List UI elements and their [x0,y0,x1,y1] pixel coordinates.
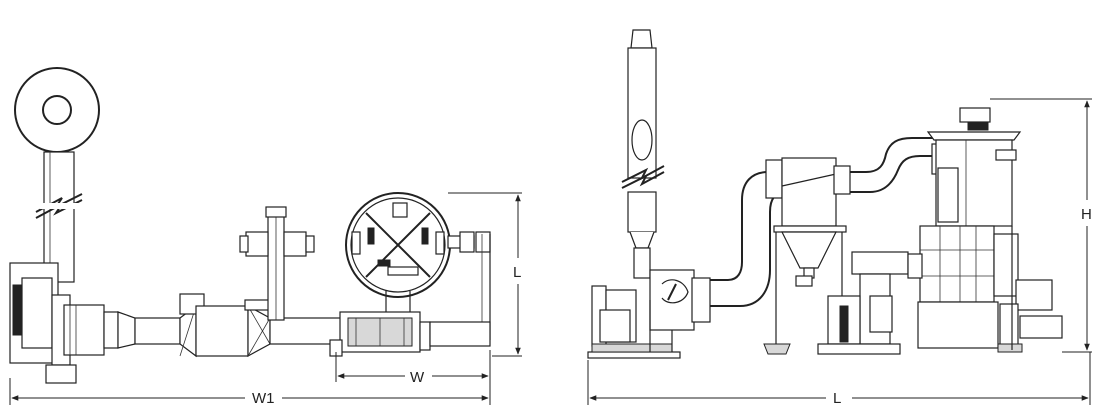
left-riser [239,206,315,321]
left-drum [345,192,491,340]
dimension-h: H [990,98,1092,353]
dimension-l-side-label: L [513,264,521,281]
right-burner [817,251,909,355]
left-duct [103,293,351,358]
right-view: L H [587,29,1092,407]
dimension-h-label: H [1081,206,1092,223]
dimension-w-label: W [410,369,425,386]
left-view: W1 W L [9,67,522,407]
right-cyclone [763,157,857,355]
dimension-w: W [335,352,489,386]
right-duct [710,159,787,307]
right-fan [587,269,711,359]
dimension-l-bottom-label: L [833,390,841,407]
dimension-w1-label: W1 [252,390,275,407]
right-baghouse [907,107,1063,353]
dimension-l-side: L [448,192,522,357]
left-fan [9,262,105,384]
dimension-w1: W1 [9,350,491,407]
left-stack [14,67,100,283]
dimension-l-bottom: L [587,352,1091,407]
left-skid [329,311,491,357]
right-stack [621,29,665,279]
right-upper-duct [850,137,947,193]
